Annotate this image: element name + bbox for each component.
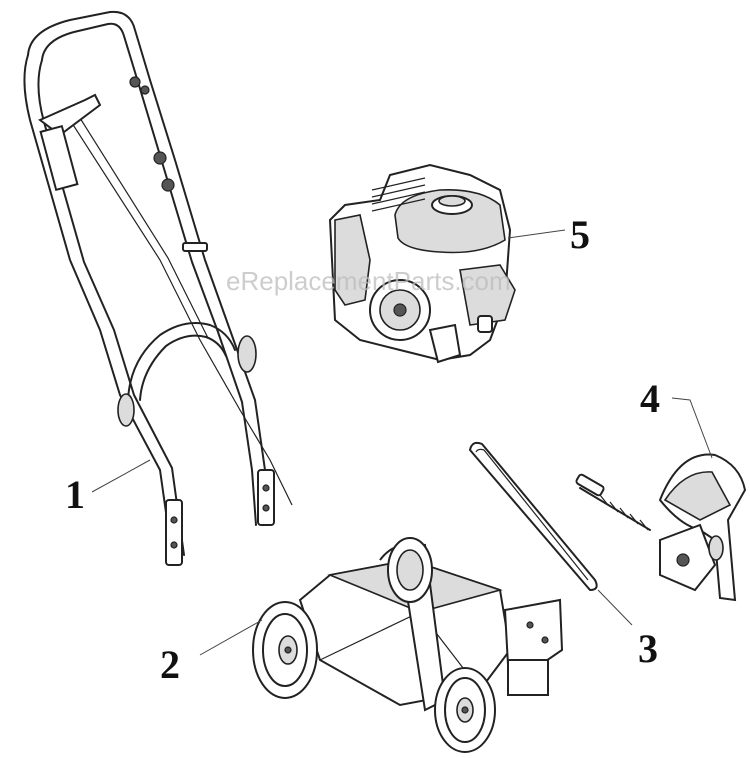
callout-1: 1 xyxy=(65,459,151,517)
blade-guard-assembly xyxy=(575,397,747,602)
engine xyxy=(328,163,566,364)
watermark-text: eReplacementParts.com xyxy=(226,266,511,296)
callout-label: 1 xyxy=(65,472,85,517)
callout-label: 4 xyxy=(640,376,660,421)
drive-belt xyxy=(469,441,633,626)
handle-assembly xyxy=(23,10,293,566)
callout-label: 5 xyxy=(570,212,590,257)
callout-label: 2 xyxy=(160,642,180,687)
callout-5: 5 xyxy=(570,212,590,257)
callout-3: 3 xyxy=(638,626,658,671)
callout-label: 3 xyxy=(638,626,658,671)
callout-2: 2 xyxy=(160,642,180,687)
wheel-frame-assembly xyxy=(199,537,564,753)
callout-4: 4 xyxy=(640,376,660,421)
